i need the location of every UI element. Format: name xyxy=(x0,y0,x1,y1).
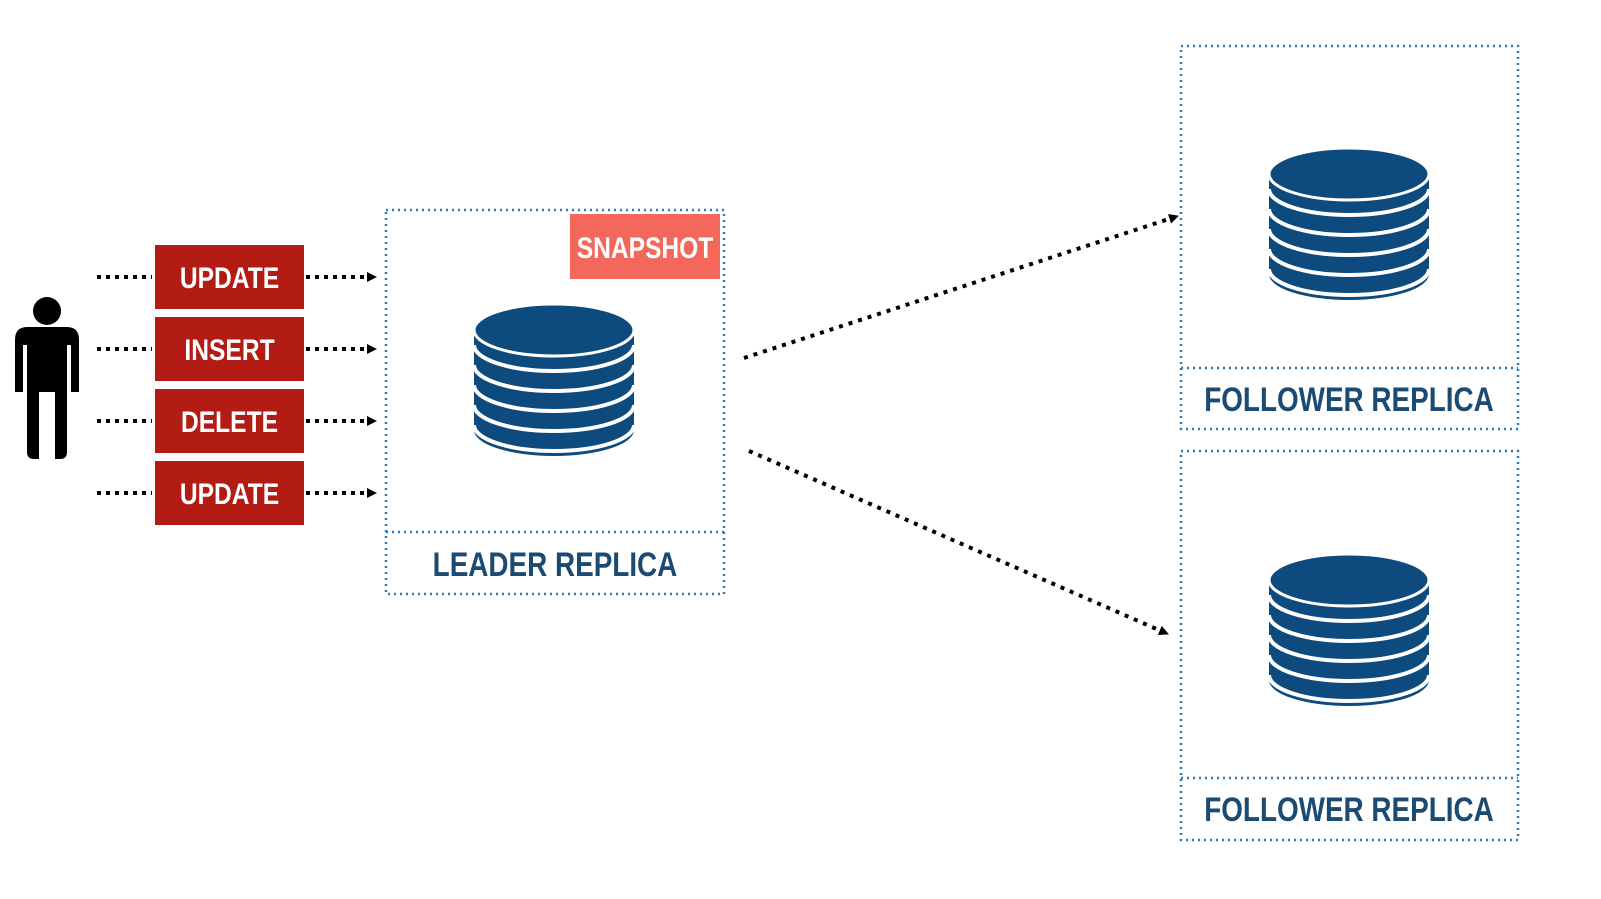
operation-label: UPDATE xyxy=(180,477,279,511)
database-ring xyxy=(1267,228,1431,257)
database-ring xyxy=(1267,594,1431,623)
operation-label: UPDATE xyxy=(180,261,279,295)
follower-replica-label: FOLLOWER REPLICA xyxy=(1204,790,1494,828)
operation-label: DELETE xyxy=(181,405,278,439)
operation-box xyxy=(155,389,304,453)
operation-row: UPDATE xyxy=(97,245,377,309)
operation-row: INSERT xyxy=(97,317,377,381)
database-top xyxy=(1267,552,1431,608)
person-icon xyxy=(15,297,79,459)
database-icon xyxy=(472,302,636,456)
database-ring xyxy=(1267,614,1431,643)
replication-arrow-to-follower-1 xyxy=(743,214,1179,360)
follower-replica: FOLLOWER REPLICA xyxy=(1179,449,1520,842)
database-ring xyxy=(1267,634,1431,663)
replication-arrow-to-follower-2 xyxy=(748,449,1169,636)
leader-replica: SNAPSHOT LEADER REPLICA xyxy=(384,208,726,596)
database-top xyxy=(1267,146,1431,202)
follower-replica: FOLLOWER REPLICA xyxy=(1179,44,1520,431)
database-ring xyxy=(1267,248,1431,277)
operation-box xyxy=(155,317,304,381)
operation-box xyxy=(155,245,304,309)
operation-label: INSERT xyxy=(184,333,274,367)
database-top xyxy=(472,302,636,358)
database-icon xyxy=(1267,552,1431,706)
follower-box-border xyxy=(1179,449,1520,842)
leader-replica-label: LEADER REPLICA xyxy=(433,545,678,583)
operation-row: UPDATE xyxy=(97,461,377,525)
database-ring xyxy=(472,424,636,453)
snapshot-badge xyxy=(570,214,720,279)
database-ring xyxy=(1267,188,1431,217)
database-ring xyxy=(1267,268,1431,297)
database-ring xyxy=(1267,674,1431,703)
follower-box-border xyxy=(1179,44,1520,431)
follower-replica-label: FOLLOWER REPLICA xyxy=(1204,380,1494,418)
database-ring xyxy=(472,384,636,413)
database-ring xyxy=(1267,208,1431,237)
snapshot-badge-label: SNAPSHOT xyxy=(577,231,714,265)
database-ring xyxy=(472,364,636,393)
operation-box xyxy=(155,461,304,525)
operation-row: DELETE xyxy=(97,389,377,453)
database-icon xyxy=(1267,146,1431,300)
database-ring xyxy=(472,344,636,373)
database-ring xyxy=(1267,654,1431,683)
operations-column: UPDATE INSERT DELETE UPDATE xyxy=(97,245,377,525)
leader-box-border xyxy=(384,208,726,596)
database-ring xyxy=(472,404,636,433)
